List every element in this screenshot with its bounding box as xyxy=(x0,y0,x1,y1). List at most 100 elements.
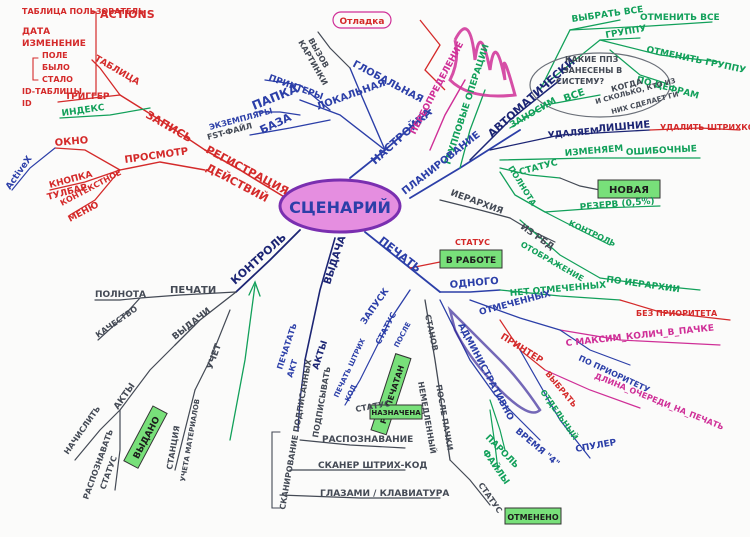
label-skanirovat: СКАНИРОВАНИЕ ПОДПИСАННЫХ xyxy=(278,358,313,511)
line-status-plan xyxy=(499,167,561,179)
label-posle: ПОСЛЕ xyxy=(393,321,413,349)
line-green-arrow xyxy=(229,284,256,441)
label-status-plan: СТАТУС xyxy=(518,158,559,178)
line-okno xyxy=(54,147,121,171)
label-printer: ПРИНТЕР xyxy=(498,332,544,366)
line-udalyaem xyxy=(489,129,651,151)
line-nachislit xyxy=(74,409,121,461)
badges: НОВАЯ В РАБОТЕ ОТМЕНЕНО РАСПЕЧАТАН НАЗНА… xyxy=(123,11,661,525)
line-otobrazhenie xyxy=(519,219,601,279)
center-node[interactable]: СЦЕНАРИЙ xyxy=(278,178,402,234)
red-scribble-top xyxy=(419,19,446,91)
label-otmenit-gruppu: ОТМЕНИТЬ ГРУППУ xyxy=(645,45,746,76)
label-tablitsa: ТАБЛИЦА xyxy=(93,54,142,88)
line-akty-k xyxy=(119,344,176,411)
label-raspoznavanie: РАСПОЗНАВАНИЕ xyxy=(322,435,413,445)
label-oshibochnye: ОШИБОЧНЫЕ xyxy=(626,144,698,158)
line-vydacha xyxy=(304,237,336,361)
label-kachestvo: КАЧЕСТВО xyxy=(94,304,139,340)
pink-scribble xyxy=(448,27,517,98)
line-ierarkhiya xyxy=(439,199,511,219)
arrow-head-green xyxy=(248,280,261,297)
line-knopka xyxy=(49,169,121,191)
label-statusa: СТАТУС xyxy=(476,481,504,515)
label-spuler: СПУЛЕР xyxy=(575,438,618,455)
line-parol xyxy=(489,399,506,451)
label-akt: АКТ xyxy=(285,358,299,379)
label-id-tablitsy: ID-ТАБЛИЦЫ xyxy=(22,87,82,96)
label-odnogo: ОДНОГО xyxy=(449,276,499,291)
line-globalnaya xyxy=(349,67,386,151)
line-pechati xyxy=(139,291,237,299)
line-kontrol xyxy=(235,229,301,293)
line-prosmotr xyxy=(119,161,206,171)
badge-novaya xyxy=(597,179,661,199)
label-stalo: СТАЛО xyxy=(42,75,73,84)
gray-cloud xyxy=(529,52,671,118)
badge-naznachena-label: НАЗНАЧЕНА xyxy=(371,409,421,417)
label-actions: ACTIONS xyxy=(100,8,155,21)
line-status-vydano xyxy=(114,409,121,491)
label-planirovanie: ПЛАНИРОВАНИЕ xyxy=(400,130,482,198)
label-skaner: СКАНЕР ШТРИХ-КОД xyxy=(318,461,427,471)
bracket-scan xyxy=(271,431,281,509)
line-net-otmechennykh xyxy=(499,289,621,301)
line-stanov xyxy=(424,299,451,461)
line-zapusk-status xyxy=(344,339,381,406)
line-kontrol-plan xyxy=(544,211,611,246)
label-nachislit: НАЧИСЛИТЬ xyxy=(62,404,102,456)
label-rezerv: РЕЗЕРВ (0,5%) xyxy=(579,196,655,213)
line-odnogo xyxy=(439,289,501,293)
line-lokalnaya xyxy=(299,99,386,151)
line-po-ierarkhii xyxy=(599,277,701,291)
bracket-table xyxy=(91,11,97,96)
scribbles xyxy=(419,19,671,414)
line-izmenyaem xyxy=(499,157,701,161)
line-maks xyxy=(559,329,721,346)
badge-naznachena xyxy=(369,404,423,420)
line-printery xyxy=(264,79,331,111)
line-rezerv xyxy=(544,205,661,213)
label-stantsiya: СТАНЦИЯ xyxy=(165,425,182,470)
line-kachestvo xyxy=(97,297,141,341)
line-activex xyxy=(11,147,56,191)
label-trigger: ТРИГГЕР xyxy=(65,92,110,102)
label-sistemu: СИСТЕМУ? xyxy=(556,77,604,86)
line-zapis xyxy=(119,94,206,151)
line-avtomaticheski xyxy=(469,79,561,161)
label-zaneseny-v: ЗАНЕСЕНЫ В xyxy=(563,66,622,75)
label-tablitsa-polzovatel: ТАБЛИЦА ПОЛЬЗОВАТЕЛЬ xyxy=(22,7,144,16)
label-izmenenie: ИЗМЕНЕНИЕ xyxy=(22,39,86,49)
label-vydachi: ВЫДАЧИ xyxy=(171,306,213,342)
line-vremya xyxy=(494,394,541,441)
label-lishnie: ЛИШНИЕ xyxy=(597,119,651,135)
label-podpisyvat: ПОДПИСЫВАТЬ xyxy=(311,366,332,438)
line-po-prioritetu xyxy=(559,329,631,366)
label-vydacha: ВЫДАЧА xyxy=(322,234,348,286)
line-bez-prioriteta xyxy=(619,299,731,321)
label-udalyaem: УДАЛЯЕМ xyxy=(547,127,599,141)
badge-otmeneno xyxy=(504,507,562,525)
label-akty2: АКТЫ xyxy=(112,382,137,412)
badge-novaya-label: НОВАЯ xyxy=(609,185,649,196)
line-administrativno xyxy=(439,299,496,396)
label-kakie-ppz: КАКИЕ ППЗ xyxy=(565,55,619,64)
line-menyu xyxy=(69,169,121,216)
line-glazami xyxy=(279,494,441,499)
line-otmenit-gruppu xyxy=(599,39,721,63)
line-otmenit-vse xyxy=(569,21,713,31)
line-stantsiya xyxy=(174,389,196,471)
label-pechati: ПЕЧАТИ xyxy=(170,285,216,296)
label-izmenyaem: ИЗМЕНЯЕМ xyxy=(564,144,623,159)
badge-v-rabote xyxy=(439,249,503,269)
line-tablitsa xyxy=(91,59,121,96)
label-pechat: ПЕЧАТЬ xyxy=(376,234,423,275)
line-gruppovye xyxy=(459,89,486,169)
label-menyu: МЕНЮ xyxy=(67,200,101,225)
label-po-ierarkhii: ПО ИЕРАРХИИ xyxy=(606,275,681,295)
label-vse: ВСЕ xyxy=(562,87,586,105)
line-uchet xyxy=(194,309,231,391)
label-akty: АКТЫ xyxy=(311,339,330,370)
line-dlina xyxy=(544,369,641,409)
